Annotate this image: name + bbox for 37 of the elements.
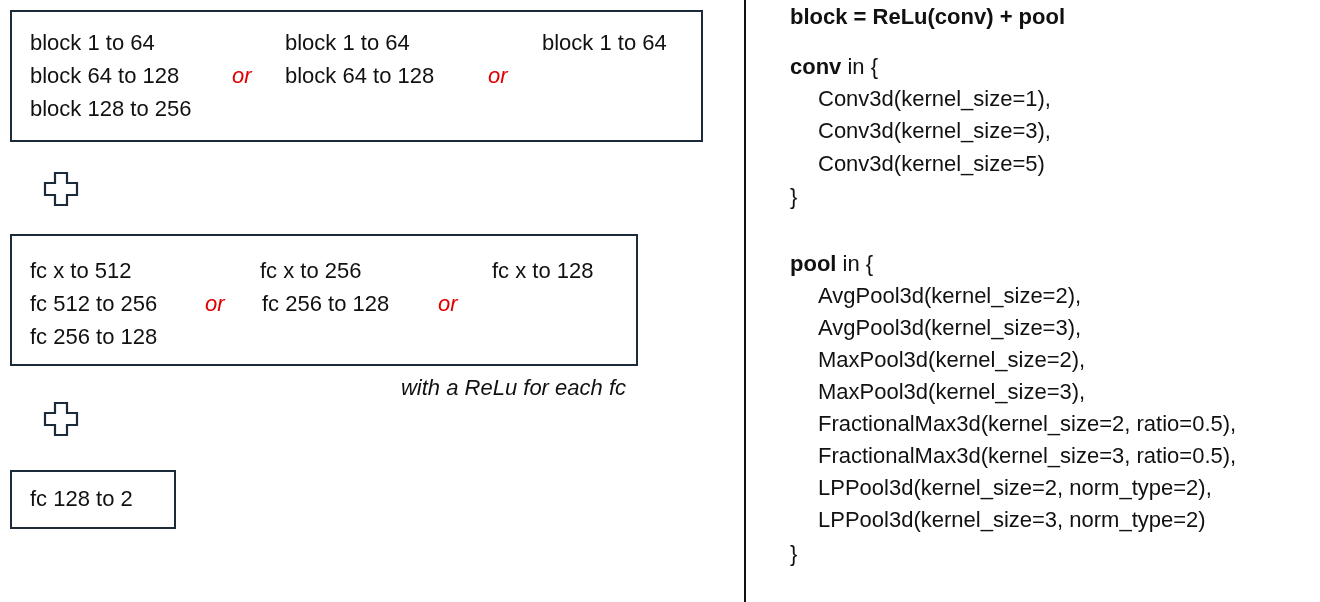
layer-text: block 1 to 64 [30, 30, 155, 56]
layer-text: block 1 to 64 [285, 30, 410, 56]
layer-text: fc x to 512 [30, 258, 132, 284]
code-line: LPPool3d(kernel_size=3, norm_type=2) [818, 507, 1206, 533]
code-line: conv in { [790, 54, 879, 80]
code-line: MaxPool3d(kernel_size=2), [818, 347, 1086, 373]
code-line: Conv3d(kernel_size=5) [818, 151, 1045, 177]
layer-text: fc 256 to 128 [262, 291, 390, 317]
layer-text: block 128 to 256 [30, 96, 192, 122]
code-line: FractionalMax3d(kernel_size=3, ratio=0.5), [818, 443, 1237, 469]
layer-box [10, 470, 176, 529]
layer-box [10, 234, 638, 366]
layer-text: fc 512 to 256 [30, 291, 158, 317]
layer-box [10, 10, 703, 142]
layer-text: fc 128 to 2 [30, 486, 133, 512]
code-line: Conv3d(kernel_size=3), [818, 118, 1051, 144]
alternative-word: or [438, 291, 458, 317]
layer-text: fc 256 to 128 [30, 324, 158, 350]
formula-text: block = ReLu(conv) + pool [790, 4, 1066, 30]
layer-text: block 64 to 128 [30, 63, 180, 89]
layer-text: fc x to 128 [492, 258, 594, 284]
code-line: } [790, 184, 798, 210]
alternative-word: or [232, 63, 252, 89]
layer-text: block 64 to 128 [285, 63, 435, 89]
layer-text: fc x to 256 [260, 258, 362, 284]
note-text: with a ReLu for each fc [401, 375, 626, 401]
code-line: } [790, 541, 798, 567]
layer-text: block 1 to 64 [542, 30, 667, 56]
code-line: pool in { [790, 251, 874, 277]
code-line: Conv3d(kernel_size=1), [818, 86, 1051, 112]
code-line: AvgPool3d(kernel_size=3), [818, 315, 1082, 341]
code-line: MaxPool3d(kernel_size=3), [818, 379, 1086, 405]
code-line: FractionalMax3d(kernel_size=2, ratio=0.5), [818, 411, 1237, 437]
alternative-word: or [205, 291, 225, 317]
code-line: AvgPool3d(kernel_size=2), [818, 283, 1082, 309]
alternative-word: or [488, 63, 508, 89]
code-line: LPPool3d(kernel_size=2, norm_type=2), [818, 475, 1212, 501]
